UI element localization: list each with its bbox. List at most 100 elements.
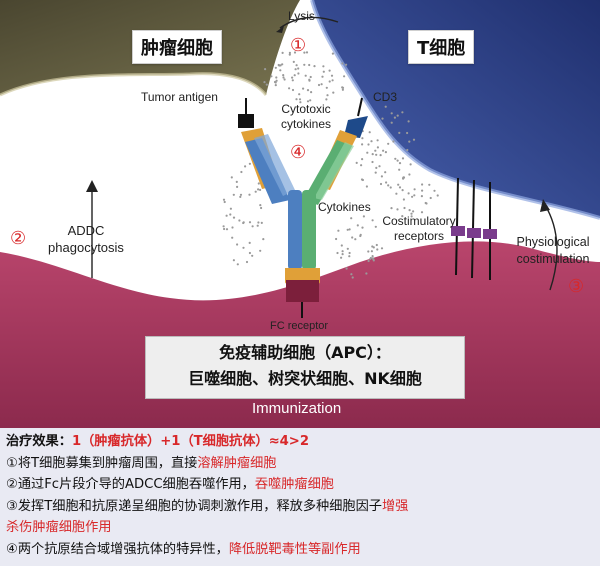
- tumor-cell-label: 肿瘤细胞: [132, 30, 222, 64]
- effects-panel: 治疗效果：1（肿瘤抗体）+1（T细胞抗体）≈4>2 ①将T细胞募集到肿瘤周围，直…: [0, 428, 600, 566]
- effect-item-4: ④两个抗原结合域增强抗体的特异性，降低脱靶毒性等副作用: [6, 541, 361, 557]
- cytokine-dot: [369, 256, 372, 260]
- cytotoxic-cytokines-label: Cytotoxic cytokines: [280, 102, 332, 131]
- cytokine-dot: [421, 183, 424, 186]
- apc-box-line1: 免疫辅助细胞（APC）：: [219, 343, 391, 362]
- cytokine-dot: [256, 224, 259, 227]
- cytokine-dot: [367, 259, 370, 263]
- cytokine-dot: [231, 226, 234, 229]
- cytokine-dot: [433, 189, 436, 192]
- apc-box: 免疫辅助细胞（APC）： 巨噬细胞、树突状细胞、NK细胞: [145, 336, 465, 399]
- cytokine-dot: [410, 212, 413, 215]
- cytokine-dot: [283, 78, 286, 81]
- cytokine-dot: [330, 74, 334, 77]
- cytokine-dot: [242, 246, 245, 249]
- addc-phagocytosis-label: ADDC phagocytosis: [48, 223, 124, 255]
- cytokine-dot: [359, 233, 362, 236]
- cytokine-dot: [317, 83, 321, 87]
- cytokine-dot: [332, 91, 335, 94]
- cytokine-dot: [248, 251, 251, 255]
- cytokine-dot: [291, 88, 295, 92]
- effect-item-2: ②通过Fc片段介导的ADCC细胞吞噬作用，吞噬肿瘤细胞: [6, 477, 334, 492]
- cytokine-dot: [270, 75, 273, 78]
- cytokine-dot: [387, 184, 390, 187]
- cytokine-dot: [340, 244, 343, 247]
- cytokine-dot: [408, 140, 411, 143]
- cytokine-dot: [408, 209, 411, 212]
- marker-4: ④: [290, 142, 307, 163]
- cytokine-dot: [335, 237, 338, 241]
- cytokine-dot: [375, 153, 378, 156]
- cytokine-dot: [231, 236, 234, 239]
- cytokine-dot: [331, 52, 334, 55]
- cytokine-dot: [293, 51, 297, 54]
- cytokine-dot: [401, 111, 404, 114]
- t-cell-shape: [312, 0, 600, 218]
- cytokine-dot: [262, 238, 265, 241]
- cytokine-dot: [389, 186, 392, 189]
- cytokine-dot: [382, 149, 385, 152]
- cytokines-label: Cytokines: [318, 200, 371, 214]
- cytokine-dot: [298, 93, 301, 96]
- cytokine-dot: [341, 253, 344, 256]
- cytokine-dot: [326, 94, 329, 97]
- cytokine-dots: [222, 51, 439, 279]
- cytokine-dot: [365, 272, 368, 275]
- cytokine-dot: [380, 247, 384, 250]
- cytokine-dot: [288, 51, 291, 55]
- effect-item-3: ③发挥T细胞和抗原递呈细胞的协调刺激作用，释放多种细胞因子增强: [6, 498, 409, 514]
- cytokine-dot: [360, 164, 363, 167]
- cytokine-dot: [402, 176, 405, 179]
- costimulatory-receptors: [451, 177, 497, 280]
- cytokine-dot: [401, 157, 405, 160]
- cytokine-dot: [248, 193, 251, 196]
- cytokine-dot: [351, 276, 354, 279]
- cytokine-dot: [420, 211, 424, 214]
- cytokine-dot: [371, 160, 374, 164]
- cytokine-dot: [376, 146, 379, 149]
- cytokine-dot: [385, 181, 388, 184]
- cytokine-dot: [310, 91, 313, 94]
- cytokine-dot: [374, 149, 377, 152]
- cytokine-dot: [401, 189, 404, 192]
- cytokine-dot: [236, 243, 239, 246]
- cytokine-dot: [374, 171, 377, 174]
- lysis-arrow: [279, 16, 339, 29]
- cytokine-dot: [379, 154, 382, 157]
- cytokine-dot: [264, 68, 267, 71]
- cytokine-dot: [341, 88, 344, 91]
- cytokine-dot: [297, 67, 300, 70]
- cytokine-dot: [348, 255, 351, 258]
- cytokine-dot: [384, 151, 387, 154]
- cytokine-dot: [277, 63, 280, 67]
- cytokine-dot: [408, 173, 411, 176]
- cytokine-dot: [395, 192, 398, 195]
- cytokine-dot: [407, 120, 410, 123]
- cytokine-dot: [274, 81, 277, 84]
- cytokine-dot: [291, 79, 294, 82]
- cytokine-dot: [288, 87, 291, 90]
- cytokine-dot: [413, 188, 416, 191]
- cytokine-dot: [305, 51, 309, 54]
- cytokine-dot: [235, 180, 238, 183]
- cytokine-dot: [425, 202, 428, 205]
- cytokine-dot: [295, 64, 298, 67]
- cytokine-dot: [365, 185, 368, 188]
- cytokine-dot: [381, 117, 384, 120]
- cytokine-dot: [398, 186, 402, 189]
- cytokine-dot: [343, 75, 346, 78]
- cytokine-dot: [361, 158, 364, 161]
- cytokine-dot: [396, 114, 399, 117]
- cytokine-dot: [406, 131, 409, 135]
- cytokine-dot: [341, 62, 344, 65]
- cytokine-dot: [236, 263, 239, 266]
- cytokine-dot: [406, 148, 409, 152]
- effect-item-3-continued: 杀伤肿瘤细胞作用: [6, 520, 112, 535]
- cytokine-dot: [403, 206, 406, 210]
- cytokine-dot: [260, 206, 263, 210]
- cytokine-dot: [429, 196, 432, 200]
- cytokine-dot: [259, 188, 262, 191]
- cytokine-dot: [308, 63, 311, 67]
- cytokine-dot: [397, 183, 400, 186]
